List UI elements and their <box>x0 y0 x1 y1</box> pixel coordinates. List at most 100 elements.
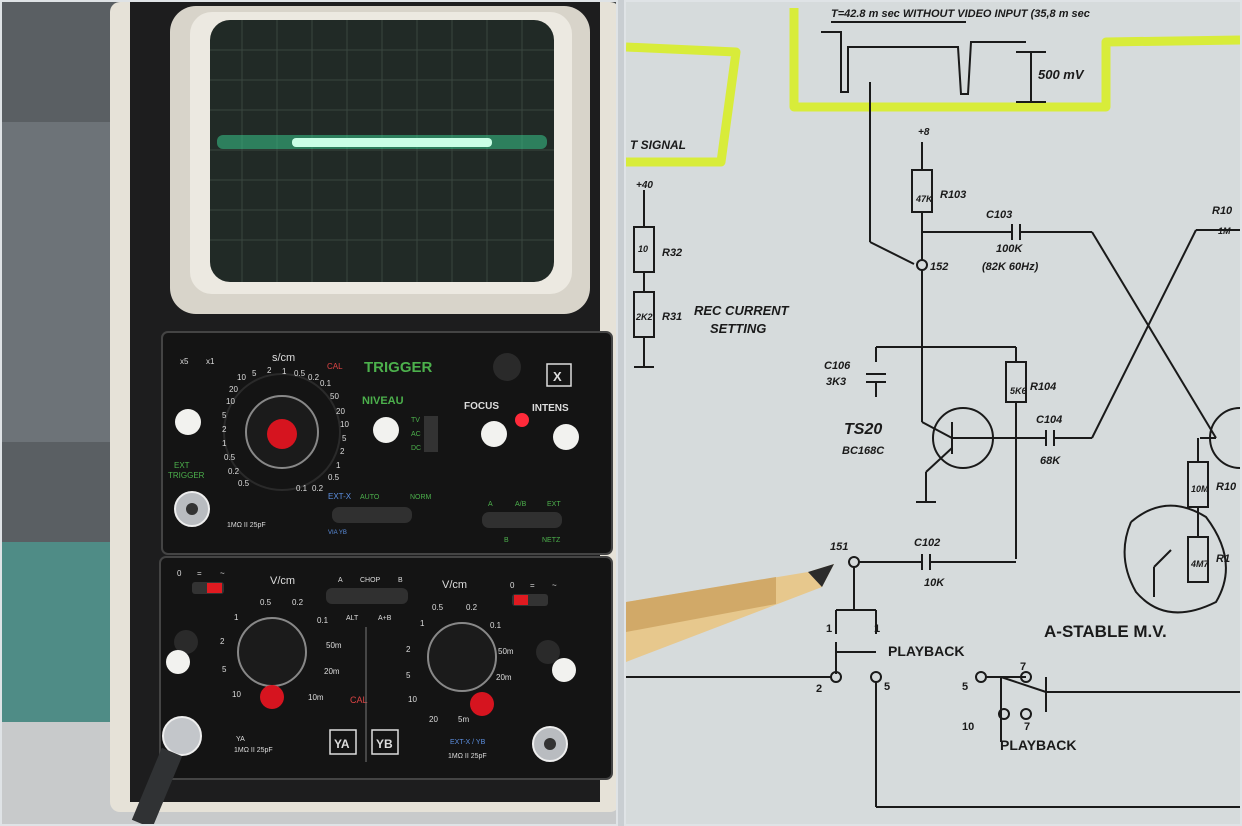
source-ab-label: A/B <box>515 501 527 508</box>
svg-text:2: 2 <box>267 366 272 375</box>
dc-label: DC <box>411 445 421 452</box>
source-slide-switch[interactable] <box>482 512 562 528</box>
svg-text:0.2: 0.2 <box>308 373 320 382</box>
svg-text:50: 50 <box>330 392 339 401</box>
svg-text:5: 5 <box>342 434 347 443</box>
mode-slide-switch[interactable] <box>326 588 408 604</box>
mode-a-label: A <box>338 577 343 584</box>
mode-alt-label: ALT <box>346 615 359 622</box>
ts20-name: TS20 <box>844 421 882 438</box>
ext-x-label: EXT-X <box>328 492 352 501</box>
ext-impedance: 1MΩ II 25pF <box>227 522 266 529</box>
setting-label: SETTING <box>710 321 766 336</box>
ya-volts-knob[interactable] <box>237 617 307 687</box>
pin-1b: 1 <box>874 623 880 635</box>
yb-impedance: 1MΩ II 25pF <box>448 753 487 760</box>
svg-text:5: 5 <box>222 411 227 420</box>
ya-label: YA <box>334 737 350 751</box>
trace-line <box>292 138 492 147</box>
ya-ac-label: ~ <box>220 569 225 578</box>
signal-label: T SIGNAL <box>630 138 686 152</box>
source-a-label: A <box>488 501 493 508</box>
niveau-label: NIVEAU <box>362 395 404 407</box>
pencil <box>626 564 834 662</box>
ya-dc-label: = <box>197 569 202 578</box>
c106-value: 3K3 <box>826 376 846 388</box>
yb-vcm-label: V/cm <box>442 579 467 591</box>
ts20-type: BC168C <box>842 445 885 457</box>
r10x-value: 1M <box>1218 226 1231 236</box>
timebase-unit: s/cm <box>272 352 295 364</box>
trace-rotation-knob[interactable] <box>493 353 521 381</box>
mode-chop-label: CHOP <box>360 577 381 584</box>
svg-text:10: 10 <box>232 690 241 699</box>
ya-var-knob[interactable] <box>260 685 284 709</box>
pin-1a: 1 <box>826 623 832 635</box>
auto-label: AUTO <box>360 494 380 501</box>
playback-label-1: PLAYBACK <box>888 643 965 659</box>
pin-7b: 7 <box>1024 721 1030 733</box>
svg-text:0.1: 0.1 <box>490 621 502 630</box>
ya-bnc-connector[interactable] <box>162 716 202 756</box>
x1-label: x1 <box>206 357 215 366</box>
svg-text:0.5: 0.5 <box>238 479 250 488</box>
svg-text:0.1: 0.1 <box>296 484 308 493</box>
trigger-title: TRIGGER <box>364 359 433 376</box>
svg-text:0.5: 0.5 <box>260 598 272 607</box>
yb-gnd-label: 0 <box>510 581 515 590</box>
r103-value: 47K <box>915 194 934 204</box>
svg-text:5: 5 <box>252 369 257 378</box>
svg-text:10: 10 <box>237 373 246 382</box>
svg-text:10m: 10m <box>308 693 324 702</box>
svg-text:0.2: 0.2 <box>292 598 304 607</box>
plus40-label: +40 <box>636 180 653 191</box>
amplitude-label: 500 mV <box>1038 67 1085 82</box>
focus-knob[interactable] <box>481 421 507 447</box>
vertical-cal-label: CAL <box>350 695 368 705</box>
svg-text:0.2: 0.2 <box>312 484 324 493</box>
svg-text:5: 5 <box>406 671 411 680</box>
svg-text:20: 20 <box>429 715 438 724</box>
yb-ac-label: ~ <box>552 581 557 590</box>
ya-vcm-label: V/cm <box>270 575 295 587</box>
svg-text:0.5: 0.5 <box>294 369 306 378</box>
yb-var-knob[interactable] <box>470 692 494 716</box>
focus-label: FOCUS <box>464 401 499 412</box>
astable-label: A-STABLE M.V. <box>1044 622 1167 641</box>
yb-position-knob[interactable] <box>552 658 576 682</box>
trigger-ext-label: TRIGGER <box>168 471 205 480</box>
svg-text:50m: 50m <box>326 641 342 650</box>
r104-value: 5K6 <box>1010 386 1028 396</box>
svg-text:0.2: 0.2 <box>466 603 478 612</box>
svg-text:0.1: 0.1 <box>317 616 329 625</box>
ya-gnd-label: 0 <box>177 569 182 578</box>
intens-knob[interactable] <box>553 424 579 450</box>
r10x-name: R10 <box>1212 205 1233 217</box>
svg-text:5: 5 <box>222 665 227 674</box>
niveau-knob[interactable] <box>373 417 399 443</box>
svg-text:0.2: 0.2 <box>228 467 240 476</box>
svg-text:5m: 5m <box>458 715 469 724</box>
svg-text:1: 1 <box>234 613 239 622</box>
svg-text:1: 1 <box>336 461 341 470</box>
sweep-slide-switch[interactable] <box>332 507 412 523</box>
c102-value: 10K <box>924 577 945 589</box>
schematic-top-note: T=42.8 m sec WITHOUT VIDEO INPUT (35,8 m… <box>831 8 1090 20</box>
svg-text:0.1: 0.1 <box>320 379 332 388</box>
svg-text:20: 20 <box>229 385 238 394</box>
yb-volts-knob[interactable] <box>427 622 497 692</box>
mode-apb-label: A+B <box>378 615 392 622</box>
yb-label: YB <box>376 737 393 751</box>
c103-value: 100K <box>996 243 1023 255</box>
svg-text:2: 2 <box>220 637 225 646</box>
ext-label: EXT <box>174 461 190 470</box>
svg-text:1: 1 <box>420 619 425 628</box>
r10y-name: R10 <box>1216 481 1237 493</box>
ya-position-knob[interactable] <box>166 650 190 674</box>
coupling-switch[interactable] <box>424 416 438 452</box>
timebase-fine-knob[interactable] <box>267 419 297 449</box>
svg-text:20m: 20m <box>324 667 340 676</box>
x5-knob[interactable] <box>175 409 201 435</box>
pin-10: 10 <box>962 721 974 733</box>
